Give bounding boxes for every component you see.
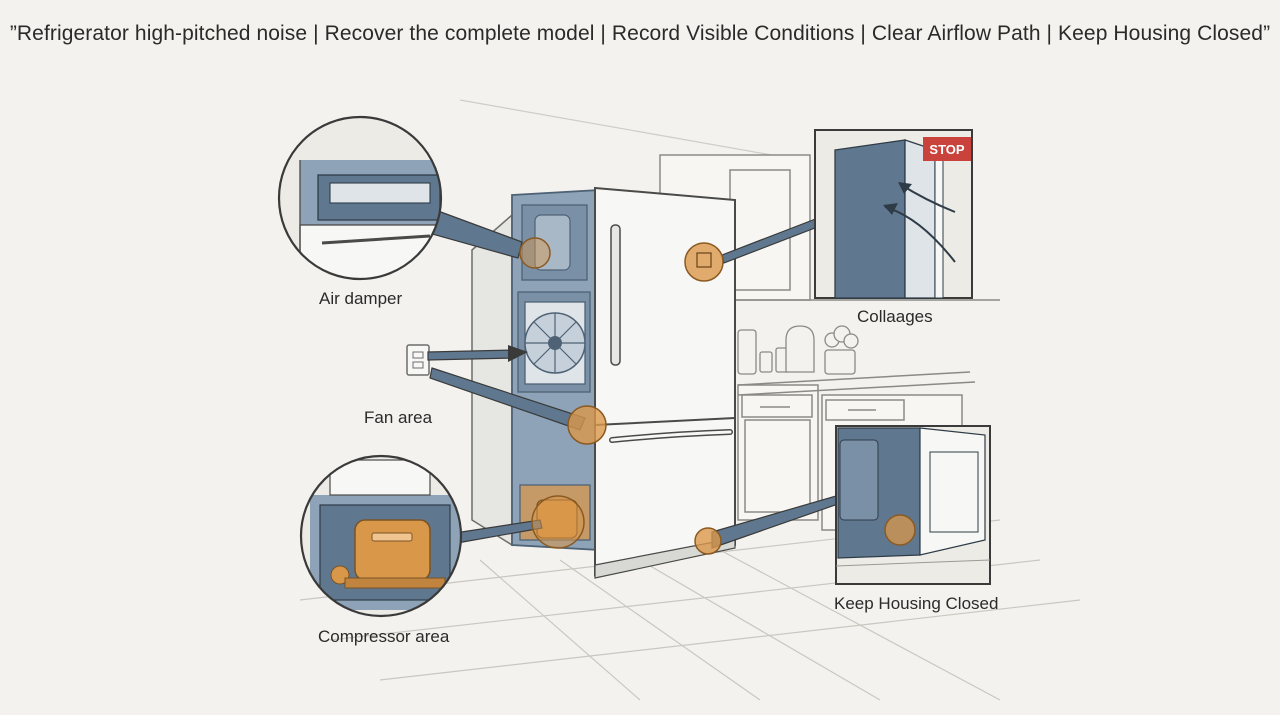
air-damper-inset	[277, 115, 443, 281]
keep-housing-closed-label: Keep Housing Closed	[834, 594, 999, 613]
page-title: ”Refrigerator high-pitched noise | Recov…	[9, 22, 1271, 45]
refrigerator-side-panel	[471, 189, 601, 551]
compressor-inset	[299, 454, 463, 618]
air-damper-label: Air damper	[319, 289, 403, 308]
callout-connectors	[424, 207, 839, 549]
countertop-items	[737, 325, 859, 375]
fan-arrow-icon	[508, 345, 528, 362]
wall-outlet	[406, 344, 430, 376]
stop-sign-label: STOP	[929, 142, 964, 157]
keep-housing-closed-inset	[835, 425, 991, 585]
highlight-markers	[519, 237, 724, 555]
collaages-inset	[814, 129, 973, 299]
stop-sign: STOP	[923, 137, 971, 161]
fan-area-label: Fan area	[364, 408, 433, 427]
compressor-area-label: Compressor area	[318, 627, 450, 646]
collaages-label: Collaages	[857, 307, 933, 326]
